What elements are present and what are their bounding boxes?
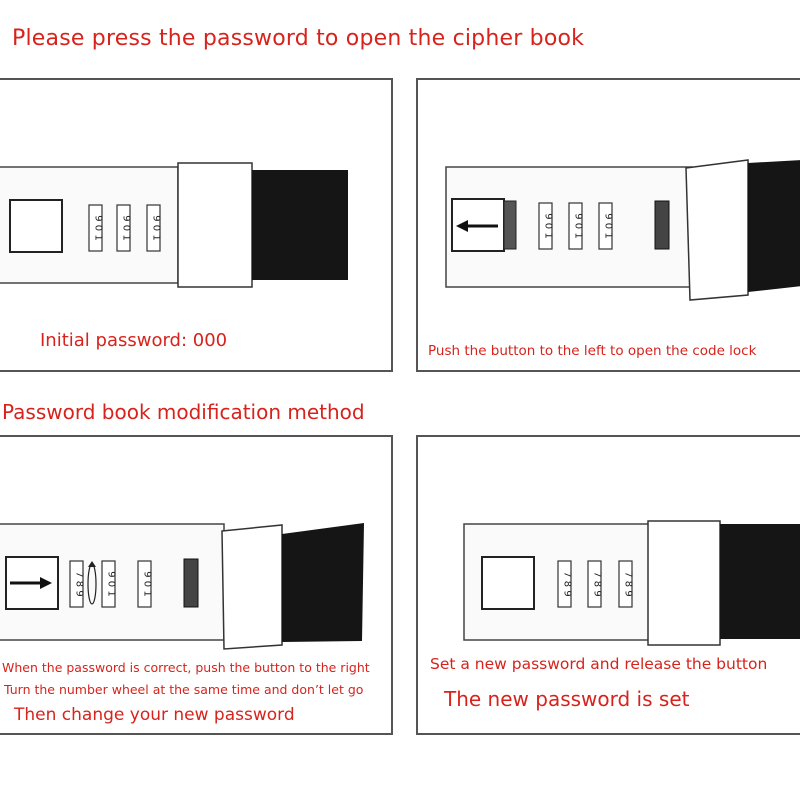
svg-text:9 0 1: 9 0 1	[93, 215, 104, 240]
number-wheel: 9 0 1	[101, 560, 117, 608]
lock-illustration-change: 7 8 9 9 0 1 9 0 1	[0, 523, 364, 650]
caption-push-left: Push the button to the left to open the …	[428, 343, 757, 359]
panel-push-left: 9 0 1 9 0 1 9 0 1 Push the button to the…	[416, 78, 800, 372]
book-strap	[720, 524, 800, 639]
number-wheel: 9 0 1	[137, 560, 153, 608]
lock-button	[481, 556, 535, 610]
panel-new-password: 7 8 9 7 8 9 7 8 9 Set a new password and…	[416, 435, 800, 735]
number-wheel: 7 8 9	[69, 560, 85, 608]
number-wheel: 7 8 9	[618, 560, 634, 608]
number-wheel: 9 0 1	[568, 202, 584, 250]
heading-modification-method: Password book modification method	[2, 400, 365, 424]
number-wheel: 7 8 9	[557, 560, 573, 608]
svg-text:9 0 1: 9 0 1	[121, 215, 132, 240]
lock-clasp	[685, 159, 749, 301]
caption-initial-password: Initial password: 000	[40, 330, 228, 351]
panel-change-password: 7 8 9 9 0 1 9 0 1 When the password is c…	[0, 435, 393, 735]
svg-text:9 0 1: 9 0 1	[142, 571, 153, 596]
svg-text:7 8 9: 7 8 9	[623, 571, 634, 596]
caption-set-new-password: Set a new password and release the butto…	[430, 655, 768, 673]
caption-turn-wheel: Turn the number wheel at the same time a…	[4, 682, 364, 697]
lock-button	[9, 199, 63, 253]
svg-text:9 0 1: 9 0 1	[151, 215, 162, 240]
lock-illustration-initial: 9 0 1 9 0 1 9 0 1	[0, 162, 348, 288]
svg-text:7 8 9: 7 8 9	[592, 571, 603, 596]
number-wheel: 9 0 1	[88, 204, 104, 252]
number-wheel: 9 0 1	[598, 202, 614, 250]
lock-clasp	[647, 520, 721, 646]
number-wheel: 9 0 1	[116, 204, 132, 252]
lock-illustration-set: 7 8 9 7 8 9 7 8 9	[463, 520, 800, 646]
caption-push-right: When the password is correct, push the b…	[2, 660, 370, 675]
svg-text:9 0 1: 9 0 1	[106, 571, 117, 596]
book-strap	[748, 160, 800, 292]
latch-block	[654, 200, 670, 250]
lock-clasp	[221, 524, 283, 650]
number-wheel: 9 0 1	[538, 202, 554, 250]
svg-text:9 0 1: 9 0 1	[603, 213, 614, 238]
book-strap	[282, 523, 364, 642]
svg-text:9 0 1: 9 0 1	[543, 213, 554, 238]
svg-text:9 0 1: 9 0 1	[573, 213, 584, 238]
button-slider	[503, 200, 517, 250]
number-wheel: 9 0 1	[146, 204, 162, 252]
lock-illustration-open: 9 0 1 9 0 1 9 0 1	[445, 159, 800, 301]
caption-change-password: Then change your new password	[14, 705, 295, 725]
lock-clasp	[177, 162, 253, 288]
latch-block	[183, 558, 199, 608]
panel-initial-password: 9 0 1 9 0 1 9 0 1 Initial password: 000	[0, 78, 393, 372]
heading-open-instructions: Please press the password to open the ci…	[12, 26, 585, 51]
svg-text:7 8 9: 7 8 9	[74, 571, 85, 596]
book-strap	[252, 170, 348, 280]
number-wheel: 7 8 9	[587, 560, 603, 608]
caption-password-set: The new password is set	[444, 687, 690, 711]
svg-text:7 8 9: 7 8 9	[562, 571, 573, 596]
